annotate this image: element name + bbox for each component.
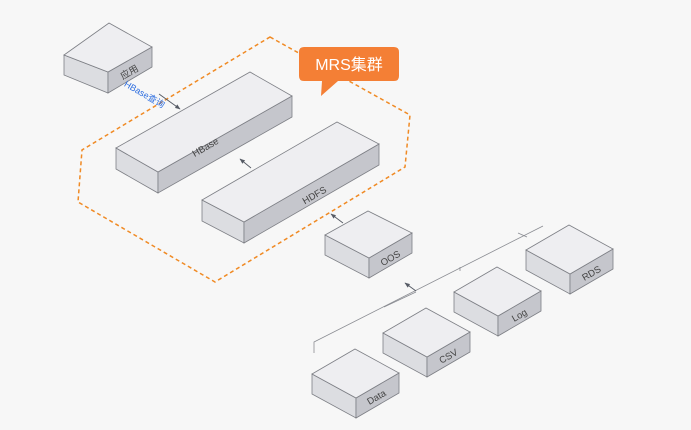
- arrow-oos-to-hdfs: [330, 213, 344, 224]
- label-hbase-query: HBase查询: [123, 78, 167, 110]
- badge-shape: [299, 47, 399, 96]
- cluster-label: MRS集群: [315, 56, 383, 74]
- mrs-cluster-boundary: [77, 36, 411, 283]
- node-csv: CSV: [382, 307, 471, 378]
- node-hdfs: HDFS: [201, 121, 380, 244]
- node-log: Log: [453, 266, 542, 337]
- arrow-app-to-hbase: [158, 93, 181, 110]
- arrow-sources-to-oos: [404, 282, 417, 292]
- node-rds: RDS: [525, 224, 614, 295]
- node-hbase: HBase: [115, 71, 293, 194]
- source-bus-lines: [313, 225, 544, 353]
- node-oos: OOS: [324, 210, 413, 279]
- node-app: 应用: [63, 22, 153, 94]
- arrow-hdfs-to-hbase: [239, 158, 252, 169]
- node-data: Data: [311, 348, 400, 419]
- cluster-badge: MRS集群: [299, 47, 399, 96]
